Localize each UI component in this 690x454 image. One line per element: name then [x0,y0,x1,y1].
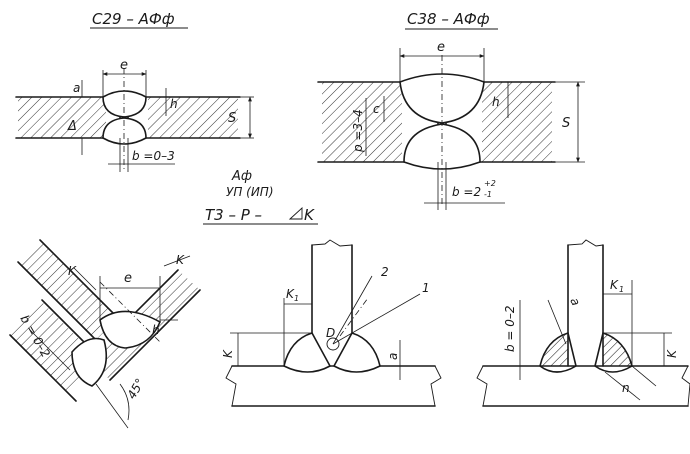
t3-mid-two-label: 2 [381,265,389,279]
c29-e-label: e [120,58,128,73]
t3-right-k1-label: K [610,278,619,292]
t3-right-k-label: K [665,349,679,358]
t3-left-h-label: h [152,323,160,337]
t3-mid-k1-sub: 1 [294,294,299,303]
c38-c-label: c [373,102,380,116]
t3-right-a-label: a [567,295,583,308]
c29-s-label: S [228,111,236,126]
c29-h-label: h [170,97,178,111]
t3-k-label: K [304,206,315,224]
c29-title: С29 – АФф [92,10,175,28]
t3-left-k1-label: K [68,264,77,278]
t3-right-b-label: b = 0–2 [503,305,517,352]
t3-method-line2: УП (ИП) [226,185,274,199]
c29-a-label: a [73,81,80,95]
figure-c29: С29 – АФф e a Δ h S b =0–3 [15,10,254,172]
t3-left-k-label: K [176,253,185,267]
c38-title: С38 – АФф [407,10,490,28]
c38-b-tol-lower: -1 [484,190,492,199]
t3-method-line1: Аф [231,169,252,184]
figure-t3-header: Аф УП (ИП) Т3 – Р – K [203,169,318,225]
c38-h-label: h [492,95,500,109]
t3-mid-a-label: a [386,353,400,360]
c38-b-tol-upper: +2 [484,179,496,188]
c38-e-label: e [437,40,445,55]
t3-mid-k1-label: K [286,287,295,301]
figure-t3-middle: D 2 1 K 1 K a [221,239,442,407]
fillet-symbol-icon [288,206,303,220]
c38-s-label: S [562,116,570,131]
t3-left-e-label: e [124,271,132,286]
t3-mid-k-label: K [221,349,235,358]
c29-b-label: b =0–3 [132,149,175,163]
c38-p-label: p =3–4 [351,109,365,153]
t3-mid-d-label: D [326,326,335,340]
figure-t3-right: b = 0–2 a K 1 K n [476,239,690,407]
t3-left-angle-label: 45° [124,376,147,401]
t3-right-n-label: n [622,381,630,395]
figure-c38: С38 – АФф e p =3–4 c h S b =2 +2 -1 [317,10,585,210]
t3-title: Т3 – Р – [205,206,262,224]
t3-mid-one-label: 1 [422,281,430,295]
t3-right-k1-sub: 1 [619,285,624,294]
figure-t3-left: e h K K b = 0–2 45° [9,239,201,429]
c29-delta-label: Δ [67,119,77,134]
c38-b-label: b =2 [452,185,481,199]
